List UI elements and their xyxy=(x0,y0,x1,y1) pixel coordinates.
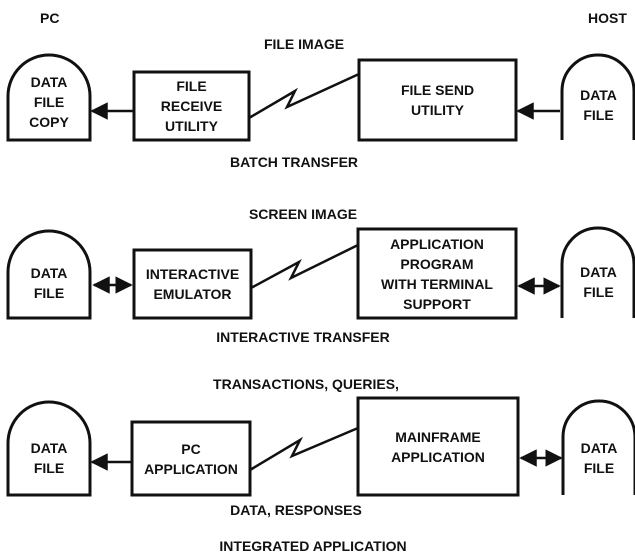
host-data-file-shape-row1 xyxy=(560,53,635,140)
row3-top-label: TRANSACTIONS, QUERIES, xyxy=(213,376,399,392)
communication-link-row1 xyxy=(248,72,360,120)
interactive-emulator-box xyxy=(132,248,253,320)
row2-top-label: SCREEN IMAGE xyxy=(248,206,358,222)
host-data-file-shape-row3 xyxy=(561,399,635,495)
row2-host-file-label: DATA FILE xyxy=(580,264,617,300)
row1-host-box-label: FILE SEND UTILITY xyxy=(400,82,475,118)
row3-bottom-label: DATA, RESPONSES xyxy=(230,502,362,518)
row1-host-file-label: DATA FILE xyxy=(580,87,617,123)
communication-link-row3 xyxy=(249,426,359,472)
row1-bottom-label: BATCH TRANSFER xyxy=(229,154,359,170)
row2-bottom-label: INTERACTIVE TRANSFER xyxy=(216,329,390,345)
file-receive-utility-box xyxy=(132,70,251,142)
row2-pc-box-label: INTERACTIVE EMULATOR xyxy=(145,266,240,302)
file-send-utility-box xyxy=(357,58,518,142)
pc-data-file-shape-row2 xyxy=(6,229,92,320)
row3-host-box-label: MAINFRAME APPLICATION xyxy=(391,428,485,465)
row2-pc-file-label: DATA FILE xyxy=(30,265,68,301)
row1-pc-file-label: DATA FILE COPY xyxy=(29,74,69,130)
pc-data-file-shape-row1 xyxy=(6,53,92,142)
row3-host-file-label: DATA FILE xyxy=(580,439,618,476)
pc-data-file-shape-row3 xyxy=(6,400,92,497)
row3-pc-box-label: PC APPLICATION xyxy=(144,440,238,477)
row1-top-label: FILE IMAGE xyxy=(263,36,345,52)
row2-host-box-label: APPLICATION PROGRAM WITH TERMINAL SUPPOR… xyxy=(381,235,493,312)
mainframe-application-box xyxy=(356,396,520,497)
row1-pc-box-label: FILE RECEIVE UTILITY xyxy=(160,78,223,134)
host-corner-label: HOST xyxy=(588,10,627,26)
row3-caption: INTEGRATED APPLICATION xyxy=(219,538,407,554)
host-data-file-shape-row2 xyxy=(560,226,635,318)
application-program-box xyxy=(356,227,518,320)
pc-application-box xyxy=(130,420,252,497)
row3-pc-file-label: DATA FILE xyxy=(30,440,68,476)
communication-link-row2 xyxy=(250,243,359,290)
pc-corner-label: PC xyxy=(40,10,60,26)
